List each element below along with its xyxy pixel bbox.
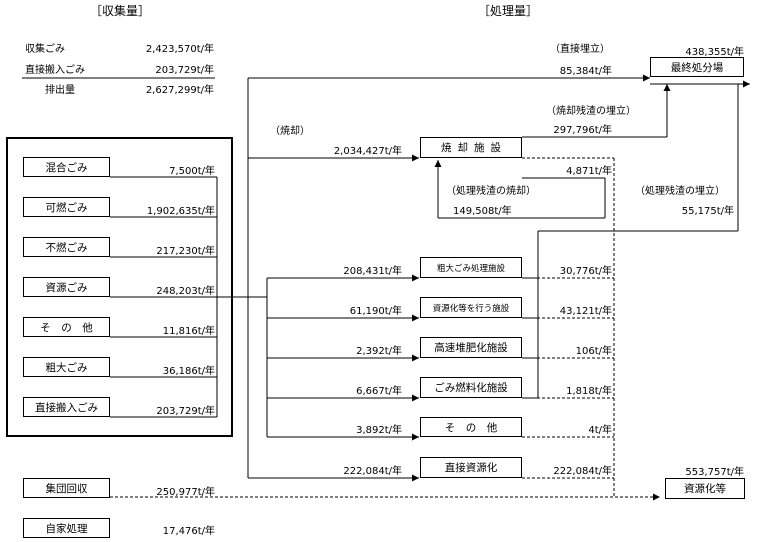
facility-box: ごみ燃料化施設 [420, 377, 522, 398]
source-value: 7,500t/年 [169, 166, 215, 177]
direct-landfill-caption: （直接埋立） [550, 44, 610, 55]
group-collection-value: 250,977t/年 [156, 487, 215, 498]
facility-input: 6,667t/年 [356, 386, 402, 397]
facility-box: 粗大ごみ処理施設 [420, 257, 522, 278]
summary-label: 収集ごみ [25, 44, 65, 55]
collection-sources-frame [6, 137, 233, 437]
incineration-facility-box: 焼却施設 [420, 137, 522, 158]
source-value: 203,729t/年 [156, 406, 215, 417]
residue-landfill-caption: （焼却残渣の埋立） [546, 106, 636, 117]
self-disposal-box: 自家処理 [23, 518, 110, 538]
source-value: 11,816t/年 [162, 326, 215, 337]
direct-recycling-box: 直接資源化 [420, 457, 522, 478]
processing-residue-landfill-value: 55,175t/年 [681, 206, 734, 217]
source-box: 資源ごみ [23, 277, 110, 297]
direct-recycling-input: 222,084t/年 [343, 466, 402, 477]
collection-header: ［収集量］ [90, 4, 151, 18]
residue-incineration-value: 149,508t/年 [453, 206, 512, 217]
source-box: そ の 他 [23, 317, 110, 337]
summary-value: 2,627,299t/年 [145, 85, 214, 96]
self-disposal-value: 17,476t/年 [162, 526, 215, 537]
summary-value: 203,729t/年 [155, 65, 214, 76]
incineration-caption: （焼却） [270, 126, 310, 137]
residue-incineration-caption: （処理残渣の焼却） [446, 186, 536, 197]
facility-box: そ の 他 [420, 417, 522, 437]
facility-output: 43,121t/年 [559, 306, 612, 317]
landfill-total: 438,355t/年 [685, 47, 744, 58]
incineration-input: 2,034,427t/年 [333, 146, 402, 157]
landfill-box: 最終処分場 [650, 57, 744, 77]
facility-output: 1,818t/年 [566, 386, 612, 397]
source-value: 36,186t/年 [162, 366, 215, 377]
facility-output: 4t/年 [588, 425, 612, 436]
source-value: 1,902,635t/年 [146, 206, 215, 217]
facility-input: 3,892t/年 [356, 425, 402, 436]
recycling-total: 553,757t/年 [685, 467, 744, 478]
summary-value: 2,423,570t/年 [145, 44, 214, 55]
facility-output: 106t/年 [575, 346, 612, 357]
processing-residue-landfill-caption: （処理残渣の埋立） [635, 186, 725, 197]
source-value: 217,230t/年 [156, 246, 215, 257]
facility-input: 2,392t/年 [356, 346, 402, 357]
summary-label: 排出量 [45, 85, 75, 96]
source-value: 248,203t/年 [156, 286, 215, 297]
source-box: 可燃ごみ [23, 197, 110, 217]
facility-box: 資源化等を行う施設 [420, 297, 522, 318]
source-box: 混合ごみ [23, 157, 110, 177]
direct-landfill-value: 85,384t/年 [559, 66, 612, 77]
direct-recycling-output: 222,084t/年 [553, 466, 612, 477]
source-box: 粗大ごみ [23, 357, 110, 377]
source-box: 不燃ごみ [23, 237, 110, 257]
group-collection-box: 集団回収 [23, 478, 110, 498]
incineration-misc-value: 4,871t/年 [566, 166, 612, 177]
treatment-header: ［処理量］ [478, 4, 539, 18]
residue-landfill-value: 297,796t/年 [553, 125, 612, 136]
facility-input: 61,190t/年 [349, 306, 402, 317]
facility-input: 208,431t/年 [343, 266, 402, 277]
recycling-box: 資源化等 [665, 478, 745, 499]
summary-label: 直接搬入ごみ [25, 65, 85, 76]
facility-output: 30,776t/年 [559, 266, 612, 277]
facility-box: 高速堆肥化施設 [420, 337, 522, 358]
source-box: 直接搬入ごみ [23, 397, 110, 417]
